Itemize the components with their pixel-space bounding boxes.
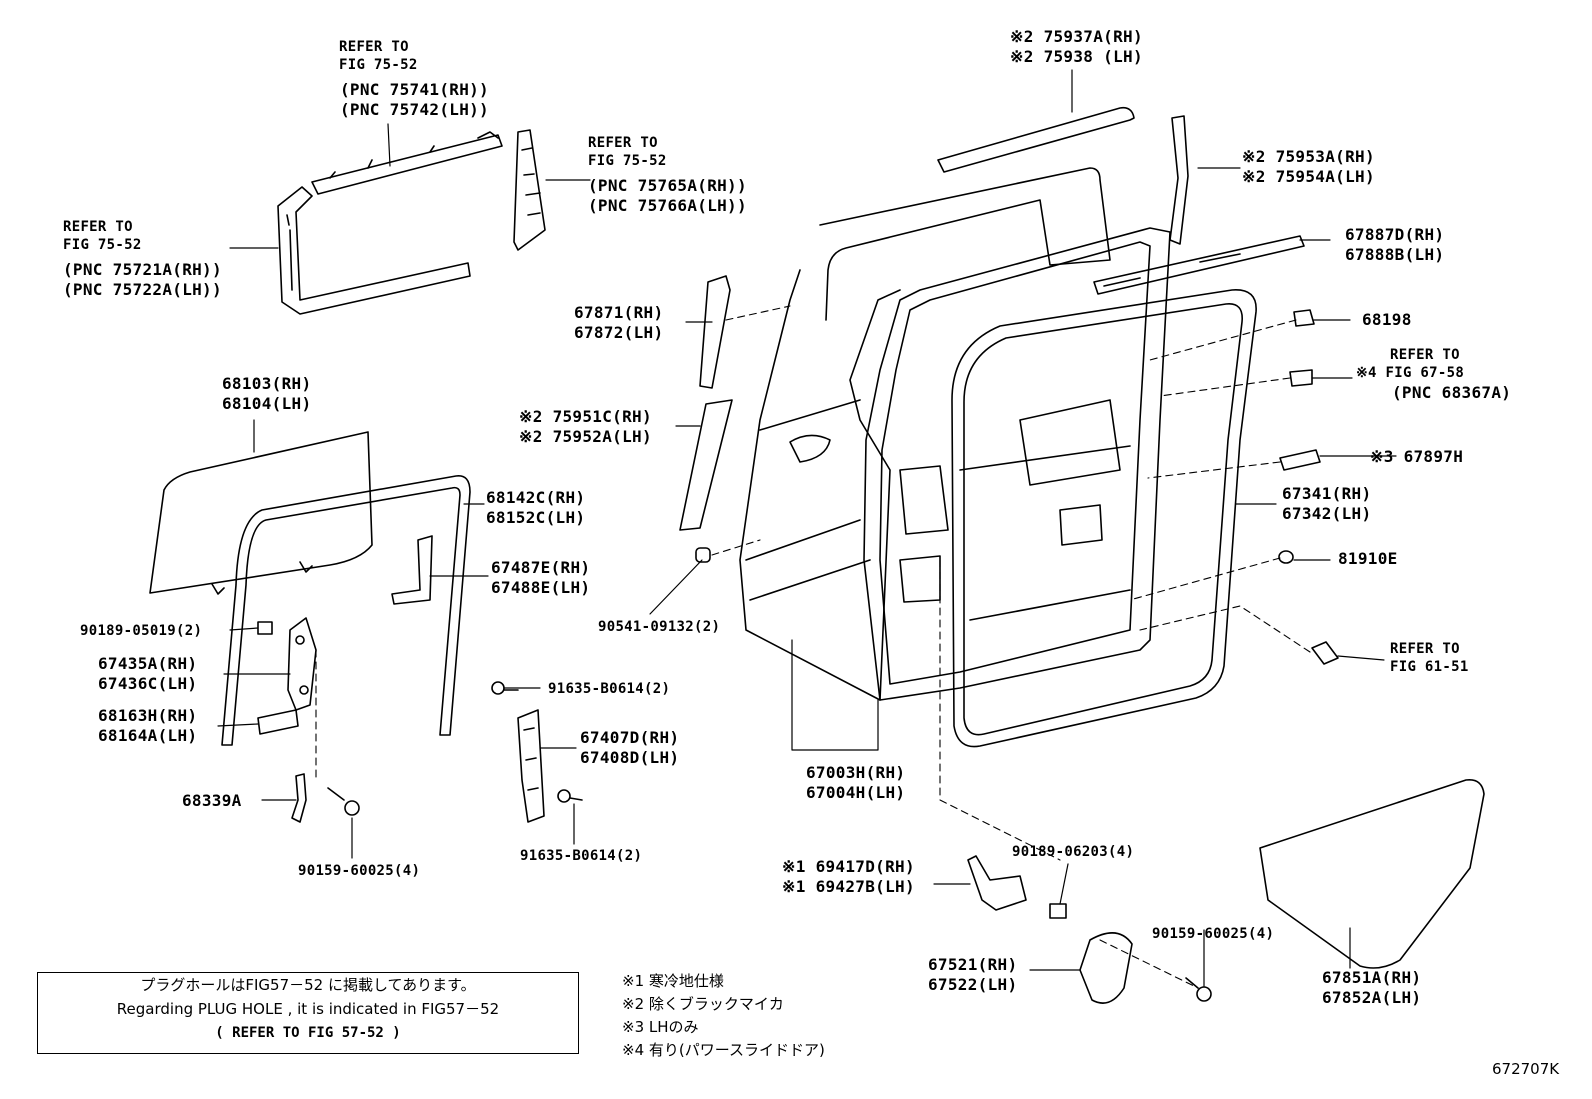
part-75953-label: ※2 75953A(RH)※2 75954A(LH)	[1242, 147, 1375, 186]
bracket-69417	[967, 855, 1027, 911]
leader-lines	[217, 69, 1397, 987]
legend: ※1 寒冷地仕様 ※2 除くブラックマイカ ※3 LHのみ ※4 有り(パワース…	[622, 970, 825, 1062]
figure-code: 672707K	[1492, 1060, 1560, 1078]
part-68103-label: 68103(RH)68104(LH)	[222, 374, 312, 413]
part-90159b-label: 90159-60025(4)	[1152, 926, 1275, 942]
part-68163-label: 68163H(RH)68164A(LH)	[98, 706, 198, 745]
part-68339-label: 68339A	[182, 791, 242, 810]
part-68198-label: 68198	[1362, 310, 1412, 329]
part-67435-label: 67435A(RH)67436C(LH)	[98, 654, 198, 693]
door-outer-panel	[739, 167, 1111, 701]
part-67521-label: 67521(RH)67522(LH)	[928, 955, 1018, 994]
clip-90189b	[1049, 903, 1067, 919]
part-68142-label: 68142C(RH)68152C(LH)	[486, 488, 586, 527]
part-67851-label: 67851A(RH)67852A(LH)	[1322, 968, 1422, 1007]
cover-67897	[1279, 449, 1321, 471]
part-91635b-label: 91635-B0614(2)	[520, 848, 643, 864]
part-90541-label: 90541-09132(2)	[598, 619, 721, 635]
part-69417-label: ※1 69417D(RH)※1 69427B(LH)	[782, 857, 915, 896]
ref-68367-label: REFER TO ※4 FIG 67-58 (PNC 68367A)	[1356, 347, 1512, 402]
note-line-en: Regarding PLUG HOLE , it is indicated in…	[116, 1000, 500, 1018]
ref-75721-pnc: (PNC 75721A(RH))(PNC 75722A(LH))	[63, 260, 222, 299]
sash-channel	[391, 535, 433, 605]
plug-81910	[1278, 550, 1294, 564]
plug-hole-note: プラグホールはFIG57－52 に掲載してあります。 Regarding PLU…	[37, 972, 579, 1054]
part-75951-label: ※2 75951C(RH)※2 75952A(LH)	[519, 407, 652, 446]
rear-garnish	[1169, 115, 1189, 245]
part-67887-label: 67887D(RH)67888B(LH)	[1345, 225, 1445, 264]
part-90189a-label: 90189-05019(2)	[80, 623, 203, 639]
part-81910-label: 81910E	[1338, 549, 1398, 568]
part-67871-label: 67871(RH)67872(LH)	[574, 303, 664, 342]
switch-fig6151	[1311, 641, 1339, 665]
part-90159a-label: 90159-60025(4)	[298, 863, 421, 879]
window-frame-channel	[277, 131, 503, 315]
pillar-garnish-67871	[699, 275, 731, 389]
ref-75765-pnc: (PNC 75765A(RH))(PNC 75766A(LH))	[588, 176, 747, 215]
lower-channel-67407	[517, 709, 545, 823]
door-weatherstrip	[951, 289, 1257, 748]
guide-68163	[257, 709, 299, 735]
bolt-91635b	[557, 789, 583, 803]
bracket-68339	[291, 773, 307, 823]
dashed-lines	[315, 305, 1311, 989]
note-line-ref: ( REFER TO FIG 57-52 )	[215, 1025, 401, 1041]
ref-75741-pnc: (PNC 75741(RH))(PNC 75742(LH))	[340, 80, 489, 119]
legend-item-4: ※4 有り(パワースライドドア)	[622, 1041, 825, 1059]
handle-67521	[1079, 932, 1133, 1004]
bolt-90159	[327, 787, 360, 816]
belt-moulding	[1093, 235, 1305, 295]
part-91635a-label: 91635-B0614(2)	[548, 681, 671, 697]
part-90189b-label: 90189-06203(4)	[1012, 844, 1135, 860]
part-67897-label: ※3 67897H	[1370, 447, 1464, 466]
switch-68367	[1289, 369, 1313, 387]
part-67407-label: 67407D(RH)67408D(LH)	[580, 728, 680, 767]
pillar-garnish-75951	[679, 399, 733, 531]
upper-garnish	[937, 106, 1135, 173]
bolt-90159b	[1185, 977, 1212, 1002]
part-75937-label: ※2 75937A(RH)※2 75938 (LH)	[1010, 27, 1143, 66]
clip-90541	[695, 547, 711, 563]
glass-run	[221, 475, 471, 746]
bumper-68198	[1293, 309, 1315, 327]
part-67487-label: 67487E(RH)67488E(LH)	[491, 558, 591, 597]
part-67003-label: 67003H(RH)67004H(LH)	[806, 763, 906, 802]
legend-item-3: ※3 LHのみ	[622, 1018, 699, 1036]
door-glass	[149, 431, 373, 595]
legend-item-2: ※2 除くブラックマイカ	[622, 995, 784, 1013]
clip-90189	[257, 621, 273, 635]
regulator-lift-bracket	[287, 617, 317, 711]
door-inner-panel	[863, 227, 1171, 701]
legend-item-1: ※1 寒冷地仕様	[622, 972, 724, 990]
window-pillar-trim	[513, 129, 546, 251]
part-67341-label: 67341(RH)67342(LH)	[1282, 484, 1372, 523]
note-line-ja: プラグホールはFIG57－52 に掲載してあります。	[140, 976, 476, 994]
service-hole-cover	[1259, 778, 1485, 969]
